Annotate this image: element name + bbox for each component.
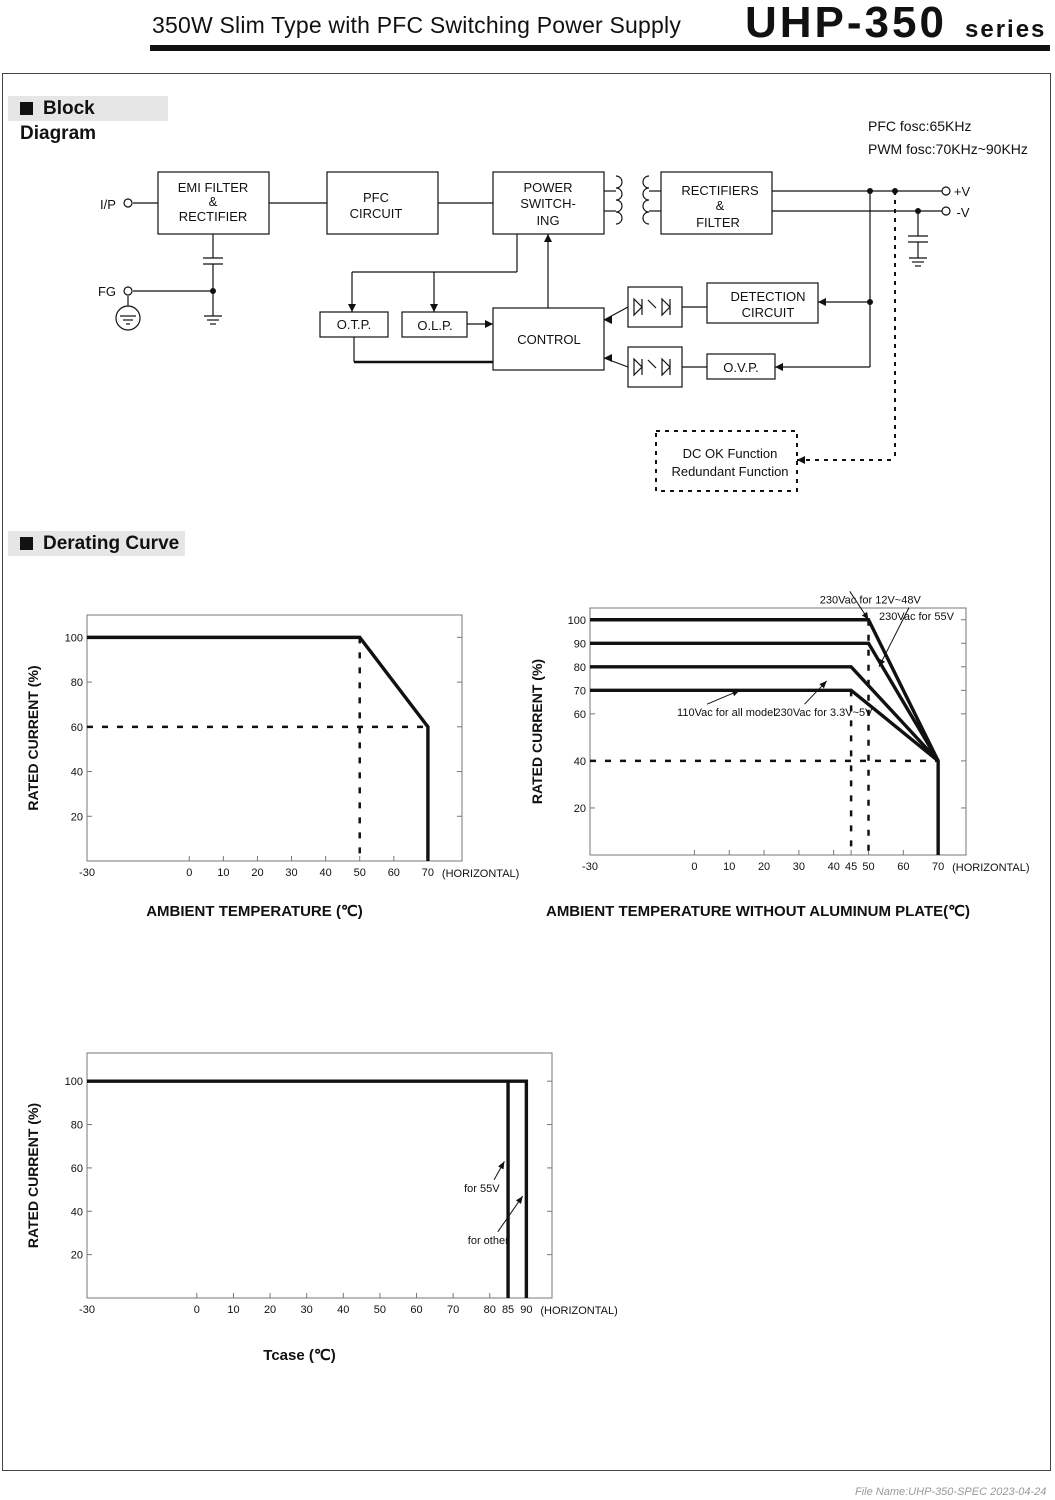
page-frame <box>2 73 1051 1471</box>
section-title: Block Diagram <box>20 98 97 144</box>
section-title: Derating Curve <box>43 533 180 554</box>
header-rule <box>150 45 1050 51</box>
section-square-icon <box>20 102 33 115</box>
series-label: series <box>965 16 1047 43</box>
section-square-icon <box>20 537 33 550</box>
file-name-footer: File Name:UHP-350-SPEC 2023-04-24 <box>855 1486 1047 1498</box>
document-subtitle: 350W Slim Type with PFC Switching Power … <box>152 12 682 38</box>
section-block-diagram: Block Diagram <box>8 96 168 144</box>
section-derating-curve: Derating Curve <box>8 531 185 556</box>
model-name: UHP-350 <box>745 0 947 47</box>
